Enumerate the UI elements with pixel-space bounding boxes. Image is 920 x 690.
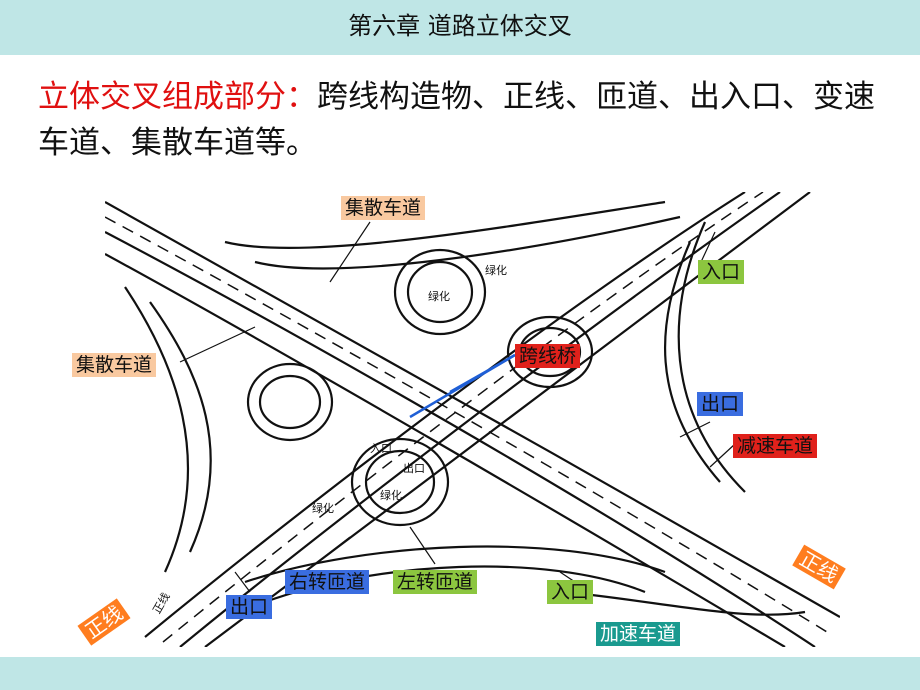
mainline-b-edge-1 bbox=[105, 201, 840, 618]
mainline-a-center bbox=[162, 192, 764, 643]
leader-exit-bottom bbox=[234, 571, 251, 593]
loop-bottom-inner bbox=[364, 449, 436, 515]
ramp-right-inner bbox=[664, 241, 721, 483]
headline-rest: 跨线构造物、正线、匝道、出入口、变速车道、集散车道等。 bbox=[38, 79, 875, 161]
leader-right-ramp bbox=[700, 231, 716, 263]
mainline-b-edge-2 bbox=[105, 231, 816, 647]
loop-left bbox=[246, 362, 334, 442]
headline: 立体交叉组成部分：跨线构造物、正线、匝道、出入口、变速车道、集散车道等。 bbox=[38, 74, 888, 166]
label-collector-top: 集散车道 bbox=[341, 196, 426, 220]
loop-left-inner bbox=[258, 374, 322, 430]
chapter-title: 第六章 道路立体交叉 bbox=[348, 12, 572, 40]
collector-bottom-outer bbox=[244, 545, 666, 584]
leader-right-turn bbox=[314, 536, 351, 565]
leader-decel bbox=[709, 443, 736, 468]
accel-lane bbox=[564, 590, 806, 616]
overpass-pointer-2 bbox=[449, 353, 516, 394]
inner-exit-label: 出口 bbox=[403, 462, 425, 475]
leader-collector-top bbox=[329, 221, 371, 283]
label-decel-lane: 减速车道 bbox=[733, 434, 818, 458]
collector-top-inner bbox=[254, 215, 681, 270]
label-accel-lane: 加速车道 bbox=[596, 622, 681, 646]
label-exit-right: 出口 bbox=[697, 392, 744, 416]
loop-top bbox=[393, 248, 487, 336]
label-entrance-right: 入口 bbox=[698, 260, 745, 284]
label-exit-bottom: 出口 bbox=[226, 595, 273, 619]
collector-top-outer bbox=[224, 200, 666, 249]
headline-lead: 立体交叉组成部分： bbox=[38, 79, 317, 115]
leader-collector-left bbox=[179, 326, 256, 363]
mainline-a-edge-1 bbox=[144, 192, 746, 638]
green-label-top-b: 绿化 bbox=[428, 290, 450, 303]
loop-right bbox=[506, 315, 594, 389]
label-entrance-bottom: 入口 bbox=[547, 580, 594, 604]
label-left-turn-ramp: 左转匝道 bbox=[393, 570, 478, 594]
footer-bar bbox=[0, 657, 920, 690]
label-overpass: 跨线桥 bbox=[515, 344, 581, 368]
collector-left-inner bbox=[149, 301, 212, 553]
loop-top-inner bbox=[406, 260, 474, 324]
header-bar bbox=[0, 0, 920, 55]
label-right-turn-ramp: 右转匝道 bbox=[285, 570, 370, 594]
collector-left-outer bbox=[124, 286, 190, 573]
green-label-bottom-a: 绿化 bbox=[380, 489, 402, 502]
leader-exit-right bbox=[679, 421, 711, 438]
green-label-bottom-b: 绿化 bbox=[312, 502, 334, 515]
green-label-top-a: 绿化 bbox=[485, 264, 507, 277]
leader-left-turn bbox=[409, 526, 436, 565]
loop-bottom bbox=[350, 437, 450, 527]
mainline-b-edge-3 bbox=[105, 253, 786, 647]
inner-entrance-label: 入口 bbox=[370, 442, 392, 455]
label-collector-left: 集散车道 bbox=[72, 353, 157, 377]
